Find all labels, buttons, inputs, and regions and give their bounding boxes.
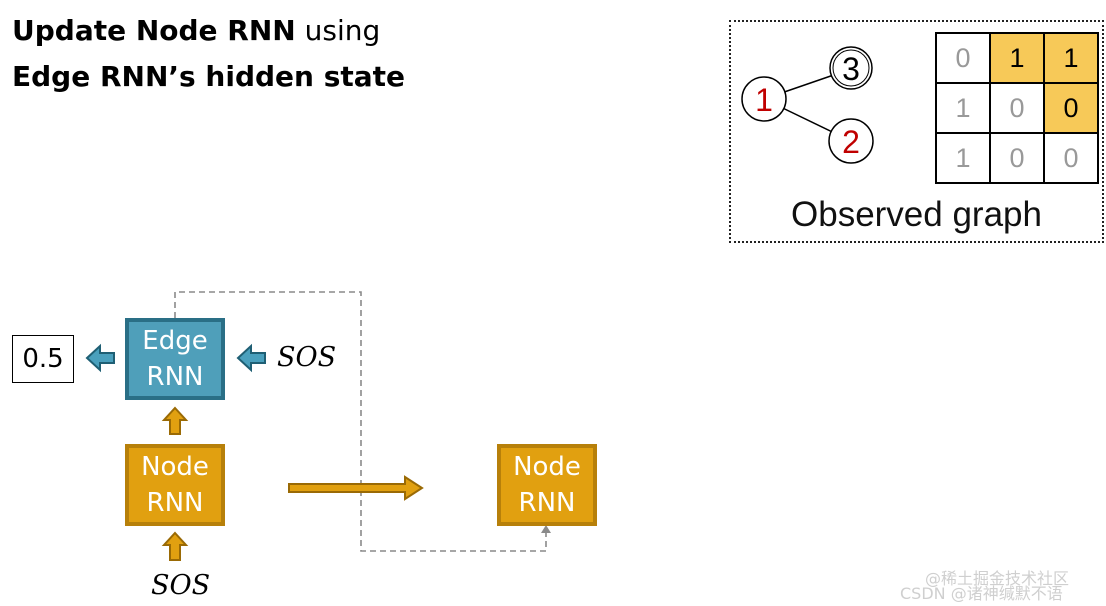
graph-node-3-label: 3: [842, 51, 860, 87]
next-node-rnn-block: Node RNN: [497, 444, 597, 526]
node-sos-arrow: [161, 531, 189, 561]
node-to-edge-arrow: [161, 406, 189, 435]
matrix-cell: 0: [1043, 82, 1099, 134]
graph-node-2: [828, 118, 874, 164]
title-line1-rest: using: [295, 14, 381, 47]
edge-rnn-label-line2: RNN: [146, 362, 204, 392]
node-rnn-label-line1: Node: [141, 452, 209, 482]
watermark-line1: @稀土掘金技术社区: [925, 569, 1070, 588]
observed-graph-label: Observed graph: [791, 195, 1042, 234]
graph-node-3-inner-ring: [832, 49, 870, 87]
matrix-cell: 0: [1043, 132, 1099, 184]
edge-sos-arrow: [236, 343, 266, 373]
matrix-cell: 1: [989, 32, 1045, 84]
output-value-box: 0.5: [12, 335, 74, 383]
hidden-state-arrowhead: [541, 525, 551, 533]
matrix-row: 1 0 0: [935, 82, 1099, 134]
node-transition-arrow: [288, 475, 424, 501]
graph-node-2-label: 2: [842, 124, 860, 160]
title-line2: Edge RNN’s hidden state: [12, 60, 406, 93]
watermark-line2: CSDN @诸神缄默不语: [900, 584, 1063, 603]
matrix-cell: 1: [1043, 32, 1099, 84]
node-rnn-block: Node RNN: [125, 444, 225, 526]
matrix-cell: 0: [989, 82, 1045, 134]
matrix-row: 1 0 0: [935, 132, 1099, 184]
hidden-state-dashed-path: [174, 291, 547, 552]
slide-title: Update Node RNN using Edge RNN’s hidden …: [12, 8, 405, 100]
edge-sos-label: SOS: [277, 342, 337, 373]
graph-node-3: [829, 46, 873, 90]
graph-node-1: [741, 76, 787, 122]
matrix-cell: 0: [989, 132, 1045, 184]
matrix-row: 0 1 1: [935, 32, 1099, 84]
observed-graph-panel: 1 3 2 0 1 1 1 0 0 1 0 0 Observed graph: [729, 20, 1104, 243]
adjacency-matrix: 0 1 1 1 0 0 1 0 0: [935, 32, 1099, 184]
graph-drawing: 1 3 2: [741, 46, 874, 164]
edge-rnn-label-line1: Edge: [142, 326, 208, 356]
next-node-rnn-label-line2: RNN: [518, 488, 576, 518]
node-rnn-label-line2: RNN: [146, 488, 204, 518]
title-line1-bold: Update Node RNN: [12, 14, 296, 47]
edge-rnn-block: Edge RNN: [125, 318, 225, 400]
next-node-rnn-label-line1: Node: [513, 452, 581, 482]
matrix-cell: 1: [935, 132, 991, 184]
matrix-cell: 0: [935, 32, 991, 84]
graph-node-1-label: 1: [755, 82, 773, 118]
matrix-cell: 1: [935, 82, 991, 134]
output-arrow: [85, 343, 115, 373]
node-sos-label: SOS: [151, 570, 211, 601]
